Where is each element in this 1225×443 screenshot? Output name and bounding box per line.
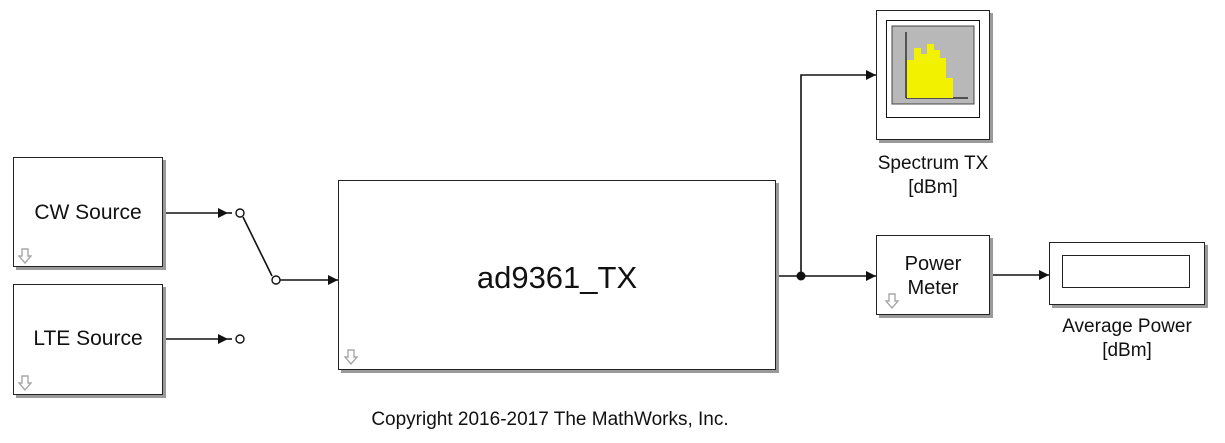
spectrum-bar — [921, 54, 927, 98]
average-power-readout — [1062, 255, 1190, 288]
spectrum-bar — [940, 58, 946, 98]
copyright-text: Copyright 2016-2017 The MathWorks, Inc. — [371, 409, 729, 430]
down-arrow-icon — [885, 293, 899, 309]
spectrum-bar — [934, 50, 940, 98]
down-arrow-icon — [344, 349, 358, 365]
spectrum-tx-block[interactable] — [876, 10, 990, 140]
branch-to-spectrum-line[interactable] — [800, 70, 876, 276]
spectrum-bar — [907, 60, 914, 98]
switch-input-2-port — [235, 334, 245, 344]
ad9361-tx-label: ad9361_TX — [476, 260, 638, 295]
spectrum-bar — [927, 44, 934, 98]
cw-source-label: CW Source — [34, 201, 142, 224]
average-power-caption: Average Power [dBm] — [1032, 315, 1222, 363]
average-power-unit: [dBm] — [1102, 340, 1152, 361]
lte-source-block[interactable]: LTE Source — [13, 284, 163, 395]
down-arrow-icon — [18, 248, 32, 264]
cw-source-block[interactable]: CW Source — [13, 157, 163, 267]
spectrum-tx-title: Spectrum TX — [877, 153, 989, 174]
power-meter-block[interactable]: Power Meter — [876, 235, 990, 315]
spectrum-tx-caption: Spectrum TX [dBm] — [848, 152, 1018, 200]
power-meter-label-line2: Meter — [907, 277, 959, 299]
lte-source-label: LTE Source — [33, 327, 143, 350]
power-meter-label-line1: Power — [904, 253, 962, 275]
spectrum-bar — [914, 48, 921, 98]
average-power-display-block[interactable] — [1049, 242, 1205, 305]
spectrum-tx-unit: [dBm] — [908, 177, 958, 198]
average-power-title: Average Power — [1062, 316, 1192, 337]
spectrum-analyzer-icon — [886, 20, 980, 118]
down-arrow-icon — [18, 375, 32, 391]
switch-output-port — [271, 275, 281, 285]
manual-switch-lever[interactable] — [242, 216, 273, 277]
switch-input-1-port — [235, 208, 245, 218]
spectrum-bar — [946, 78, 953, 98]
ad9361-tx-block[interactable]: ad9361_TX — [338, 180, 776, 370]
power-meter-label: Power Meter — [877, 250, 989, 302]
